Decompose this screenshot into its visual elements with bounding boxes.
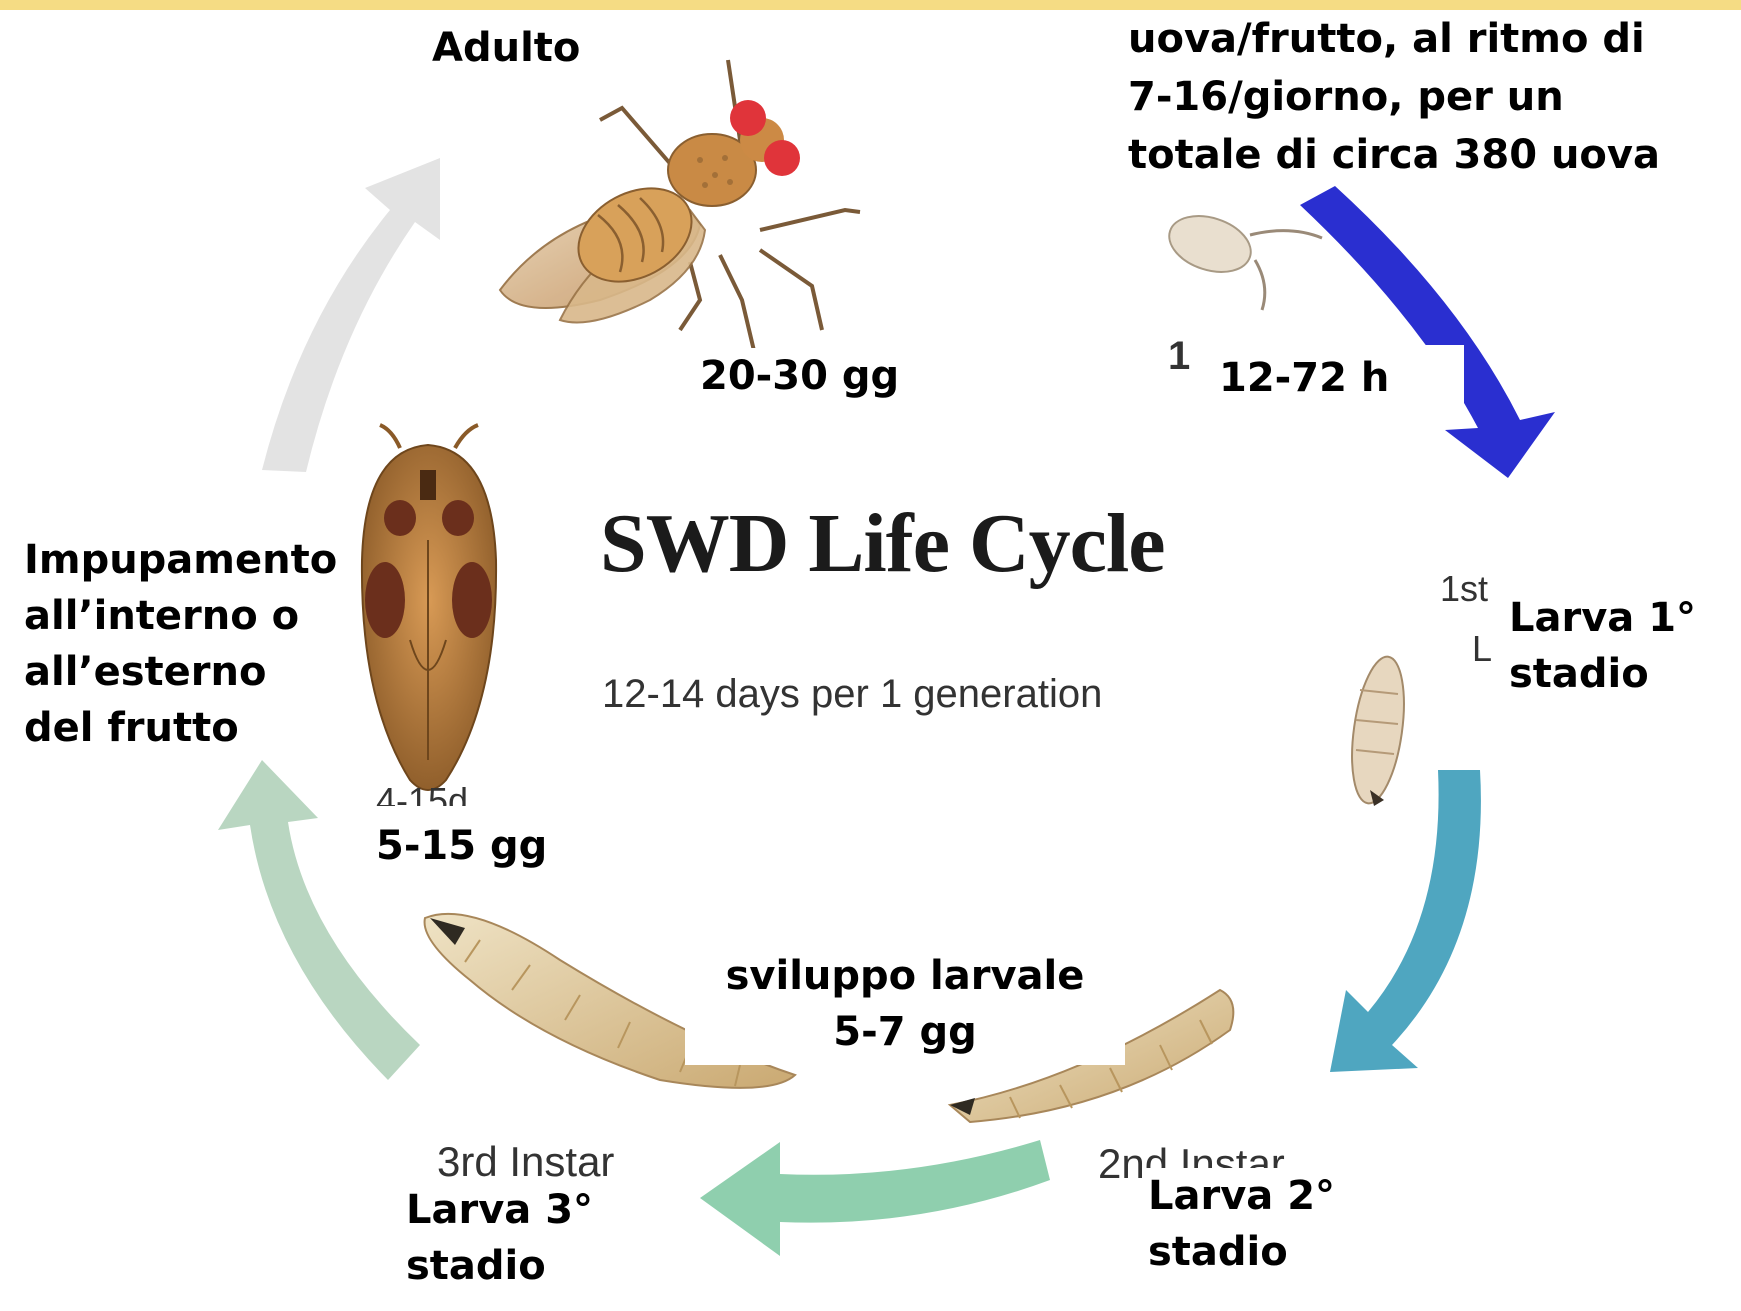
- arrow-adult-to-egg: [1300, 186, 1555, 478]
- arrow-pupa-to-adult: [262, 158, 440, 472]
- first-instar-label: 1st: [1440, 568, 1488, 610]
- larva3-label: Larva 3° stadio: [400, 1182, 599, 1294]
- first-instar-letter: L: [1472, 628, 1492, 670]
- egg-icon: [1162, 206, 1322, 310]
- adult-duration-label: 20-30 gg: [680, 348, 919, 404]
- fly-adult-icon: [500, 60, 860, 355]
- egg-duration-prefix: 1: [1168, 334, 1190, 379]
- larval-development-label: sviluppo larvale 5-7 gg: [685, 940, 1125, 1065]
- adult-label: Adulto: [420, 20, 592, 76]
- egg-duration-label: 12-72 h: [1205, 345, 1464, 415]
- egg-description: uova/frutto, al ritmo di 7-16/giorno, pe…: [1110, 10, 1670, 184]
- larva2-label: Larva 2° stadio: [1142, 1168, 1341, 1280]
- diagram-title: SWD Life Cycle: [600, 495, 1165, 592]
- third-instar-label: 3rd Instar: [437, 1138, 614, 1186]
- larva-first-icon: [1344, 653, 1412, 806]
- arrow-larva3-to-pupa: [218, 760, 420, 1080]
- pupa-description: Impupamento all’interno o all’esterno de…: [18, 532, 343, 756]
- pupa-duration-label: 5-15 gg: [368, 818, 555, 874]
- pupa-icon: [362, 425, 496, 790]
- arrow-larva2-to-larva3: [700, 1140, 1050, 1256]
- larva1-label: Larva 1° stadio: [1505, 590, 1700, 702]
- arrow-larva1-to-larva2: [1330, 770, 1481, 1072]
- pupa-duration-partial: 4-15d: [376, 780, 468, 806]
- diagram-subtitle: 12-14 days per 1 generation: [602, 672, 1102, 717]
